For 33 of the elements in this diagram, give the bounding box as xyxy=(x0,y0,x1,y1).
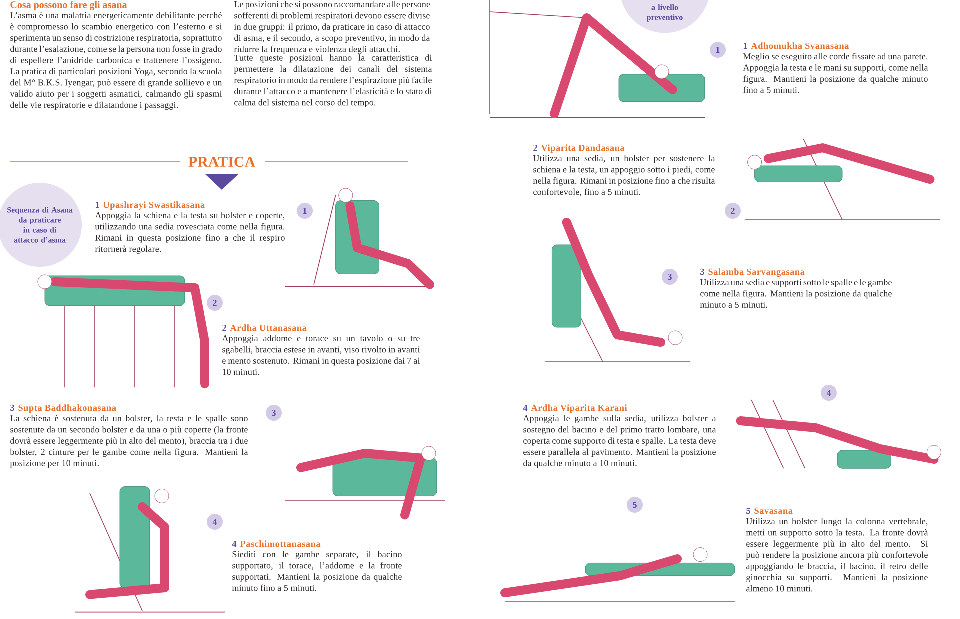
section-heading: Cosa possono fare gli asana xyxy=(10,1,128,10)
pose-description: Appoggia addome e torace su un tavolo o su tre sgabelli, braccia estese in avanti, viso rivolto in avanti e mento sostenuto. Rimani in questa posizione dai 7 ai 10 minuti. xyxy=(222,335,420,376)
paragraph: Tutte queste posizioni hanno la caratteristica di permettere la dilatazione dei canali del sistema respiratorio in modo da rendere l’espirazione più facile durante l’attacco e a mantenere l’elasticità e lo stato di calma del sistema nel corso del tempo. xyxy=(234,54,432,108)
step-number: 3 xyxy=(700,268,704,276)
number-badge: 1 xyxy=(710,42,726,58)
pose-title: Supta Baddhakonasana xyxy=(18,404,116,413)
step-number: 3 xyxy=(10,404,14,412)
paragraph: Le posizioni che si possono raccomandare alle persone sofferenti di problemi respiratori devono essere divise in due gruppi: il primo, da praticare in caso di attacco di asma, e il secondo, a scopo preventivo, in modo da ridurre la frequenza e violenza degli attacchi. xyxy=(234,1,430,54)
number-badge: 2 xyxy=(725,203,741,219)
step-number: 2 xyxy=(534,144,538,152)
number-badge: 3 xyxy=(662,269,678,285)
pose-description: Utilizza un bolster lungo la colonna vertebrale, metti un supporto sotto la testa. La fronte dovrà essere leggermente più in alto del mento. Si può rendere la posizione ancora più confortevole appoggiando le braccia, il bacino, il retro delle ginocchia su supporti. Mantieni la posizione almeno 10 minuti. xyxy=(746,518,928,592)
pose-title: Viparita Dandasana xyxy=(541,144,625,153)
step-number: 4 xyxy=(232,540,237,548)
pose-description: Appoggia la schiena e la testa su bolster e coperte, utilizzando una sedia rovesciata come nella figura. Rimani in questa posizione fino a che il respiro ritornerà regolare. xyxy=(95,212,285,254)
number-badge: 1 xyxy=(297,203,313,219)
number-badge: 5 xyxy=(627,497,643,513)
paragraph: L’asma è una malattia energeticamente debilitante perché è compromesso lo scambio energetico con l’esterno e si sperimenta un senso di costrizione respiratoria, soprattutto durante l’esalazione, come se la persona non fosse in grado di espellere l’anidride carbonica e trattenere l’ossigeno. La pratica di particolari posizioni Yoga, secondo la scuola del M° B.K.S. Iyengar, può essere di grande sollievo e un valido aiuto per i soggetti asmatici, calmando gli spasmi delle vie respiratorie e dilatandone i passaggi. xyxy=(10,12,222,110)
pose-title: Upashrayi Swastikasana xyxy=(103,202,205,210)
pose-title: Adhomukha Svanasana xyxy=(751,42,850,50)
pose-description: Siediti con le gambe separate, il bacino supportato, il torace, l’addome e la fronte supportati. Mantieni la posizione da qualche minuto fino a 5 minuti. xyxy=(232,551,402,592)
pose-title: Savasana xyxy=(754,508,793,514)
number-badge: 4 xyxy=(207,514,223,530)
step-number: 4 xyxy=(523,404,528,412)
pose-title: Ardha Viparita Karani xyxy=(531,404,628,413)
pose-title: Salamba Sarvangasana xyxy=(708,268,805,278)
number-badge: 3 xyxy=(266,405,282,421)
number-badge: 2 xyxy=(207,295,223,311)
step-number: 5 xyxy=(746,508,750,514)
number-badge: 4 xyxy=(821,385,837,401)
step-number: 1 xyxy=(96,202,100,208)
step-number: 2 xyxy=(222,324,226,332)
step-number: 1 xyxy=(744,42,748,50)
